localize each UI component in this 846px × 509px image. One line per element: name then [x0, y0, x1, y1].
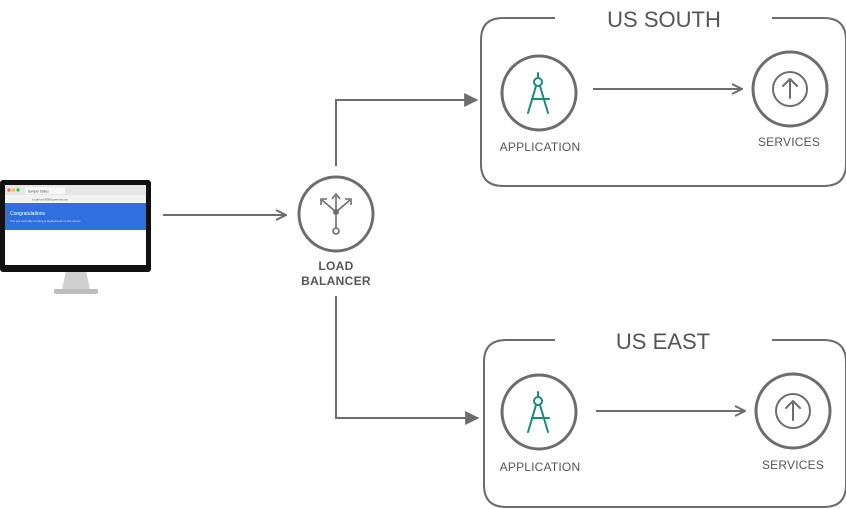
region-us-east: US EAST APPLICATION SERVICES: [483, 329, 846, 508]
upload-arrow-icon: [772, 71, 808, 107]
banner-title: Congratulations: [10, 211, 46, 217]
upload-arrow-icon: [775, 393, 811, 429]
region-box: [480, 17, 846, 187]
close-dot-icon: [7, 188, 11, 192]
services-label: SERVICES: [758, 135, 820, 149]
region-title: US SOUTH: [607, 7, 721, 32]
browser-tab-title: Sample Status: [28, 190, 49, 194]
minimize-dot-icon: [11, 188, 16, 192]
banner-text: You are currently running a deployment o…: [10, 219, 81, 223]
region-title: US EAST: [616, 329, 710, 354]
load-balancer-icon: [320, 192, 352, 235]
services-label: SERVICES: [762, 458, 824, 472]
load-balancer-label-line2: BALANCER: [301, 274, 371, 288]
application-label: APPLICATION: [500, 460, 581, 474]
application-circle: [500, 54, 578, 132]
arrow-lb-to-us-east: [335, 296, 480, 425]
browser-address-bar: [5, 195, 146, 203]
maximize-dot-icon: [16, 188, 20, 192]
monitor-stand: [62, 270, 90, 290]
monitor-base: [54, 289, 98, 294]
region-us-south: US SOUTH APPLICATION SERVICES: [480, 7, 846, 187]
browser-tab: [25, 187, 65, 194]
browser-tab-bar: [5, 185, 146, 195]
application-label: APPLICATION: [500, 140, 581, 154]
arrow-lb-to-us-south: [335, 93, 479, 166]
browser-url: localhost:8080/greenhouse: [32, 198, 68, 202]
application-circle: [500, 373, 578, 451]
load-balancer-label-line1: LOAD: [318, 259, 353, 273]
region-box: [483, 339, 846, 508]
client-monitor: Sample Status localhost:8080/greenhouse …: [0, 180, 151, 294]
compass-icon: [527, 72, 550, 114]
page-banner: [5, 203, 146, 230]
load-balancer-node: LOAD BALANCER: [297, 175, 375, 288]
compass-icon: [527, 391, 550, 433]
